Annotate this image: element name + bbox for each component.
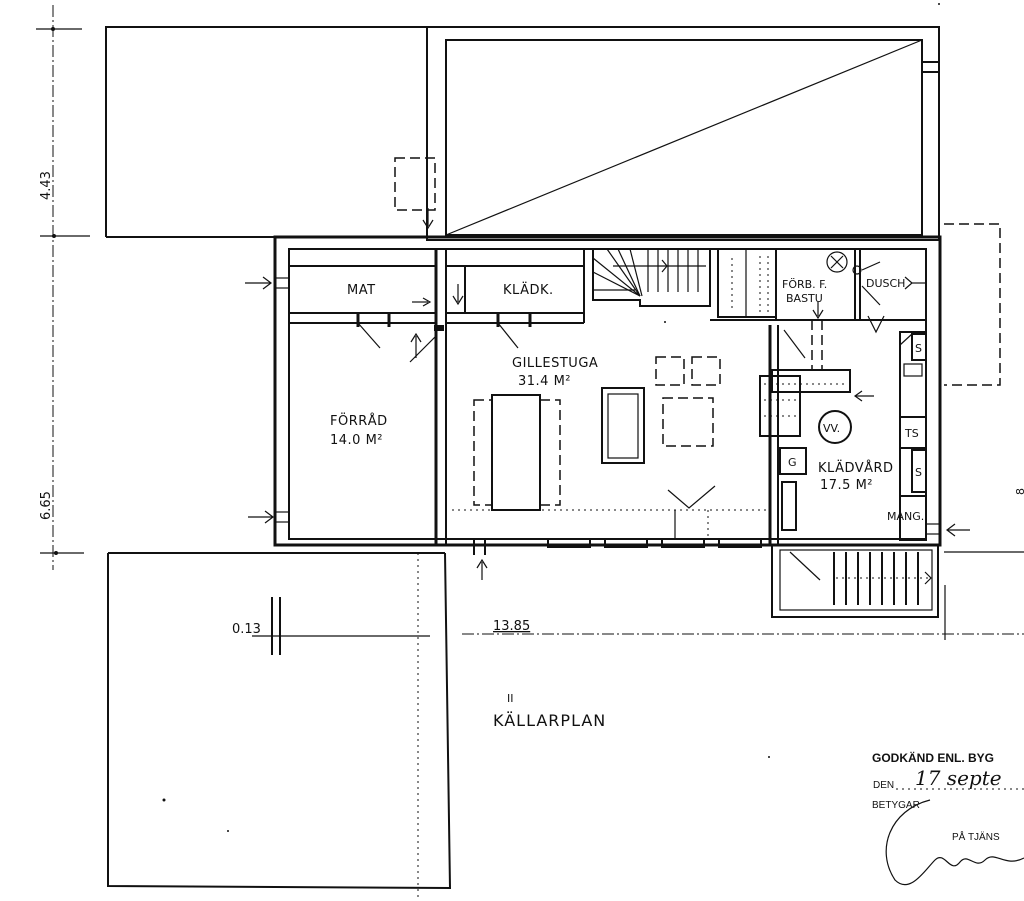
g-unit (779, 447, 807, 475)
dimension-top-label: 4.43 (39, 171, 54, 200)
arrow-down-icon (422, 208, 434, 230)
dimension-bottom-label: 6.65 (39, 491, 54, 520)
room-area-gillestuga: 31.4 M² (518, 374, 571, 389)
room-label-forrad: FÖRRÅD (330, 412, 388, 429)
fixture-label-mang: MANG. (887, 510, 924, 523)
room-label-gillestuga: GILLESTUGA (512, 356, 598, 371)
exterior-staircase (771, 544, 946, 640)
lower-outline-left (107, 552, 452, 900)
fixture-label-vv: VV. (823, 422, 840, 435)
room-label-forb-bastu: FÖRB. F. (782, 278, 827, 291)
stamp-betyg-label: BETYGAR (872, 800, 920, 811)
entry-arrow-left-bottom (248, 510, 289, 524)
dashed-outline-right (944, 223, 1001, 386)
stamp-line-godkand: GODKÄND ENL. BYG (872, 750, 994, 765)
fixture-label-s-top: S (915, 342, 922, 355)
garage-void (426, 26, 940, 241)
counter-left (781, 481, 797, 531)
entry-arrow-left-top (245, 276, 289, 290)
fixture-label-g: G (788, 456, 797, 469)
fixture-label-ts: TS (904, 427, 919, 440)
fixture-label-s-bottom: S (915, 466, 922, 479)
room-label-kladk: KLÄDK. (503, 282, 554, 298)
dimension-wall-offset-label: 0.13 (232, 622, 261, 637)
room-label-dusch: DUSCH (866, 277, 905, 290)
dining-table (473, 394, 561, 511)
upper-outline-left (105, 26, 432, 238)
room-label-mat: MAT (347, 283, 376, 298)
stamp-tjanst-label: PÅ TJÄNS (952, 830, 1000, 843)
title-marker: II (507, 692, 514, 705)
staircase-main (592, 248, 711, 307)
stamp-date-handwritten: 17 septe (915, 766, 1002, 790)
fireplace-mark (667, 485, 716, 509)
approval-stamp: GODKÄND ENL. BYG DEN 17 septe BETYGAR PÅ… (872, 750, 1024, 886)
right-edge-dimension: 8 (1014, 488, 1024, 495)
room-label-bastu: BASTU (786, 292, 823, 305)
stamp-den-label: DEN (873, 780, 894, 791)
door-arrow-up-icon (409, 325, 444, 363)
room-area-kladvard: 17.5 M² (820, 478, 873, 493)
signature (885, 799, 1024, 886)
drawing-title: KÄLLARPLAN (493, 711, 606, 730)
chimney-block (759, 369, 874, 437)
kladk-room-walls (446, 249, 585, 349)
room-label-kladvard: KLÄDVÅRD (818, 460, 894, 476)
dusch-walls (852, 249, 926, 334)
mat-room-walls (289, 249, 447, 545)
appliance-column (899, 331, 927, 541)
arrow-up-icon (476, 558, 488, 580)
windows-bottom (473, 538, 762, 555)
entry-arrow-right (926, 523, 970, 537)
sauna-benches (717, 248, 777, 318)
dimension-wall-offset (252, 597, 430, 655)
dimension-vertical (36, 5, 90, 570)
armchairs (655, 356, 721, 447)
water-heater (818, 410, 852, 444)
forb-bastu-walls (710, 249, 860, 370)
dashed-outline-chimney (394, 157, 436, 211)
sofa (601, 387, 645, 464)
room-area-forrad: 14.0 M² (330, 433, 383, 448)
dimension-horizontal-label: 13.85 (493, 619, 530, 634)
